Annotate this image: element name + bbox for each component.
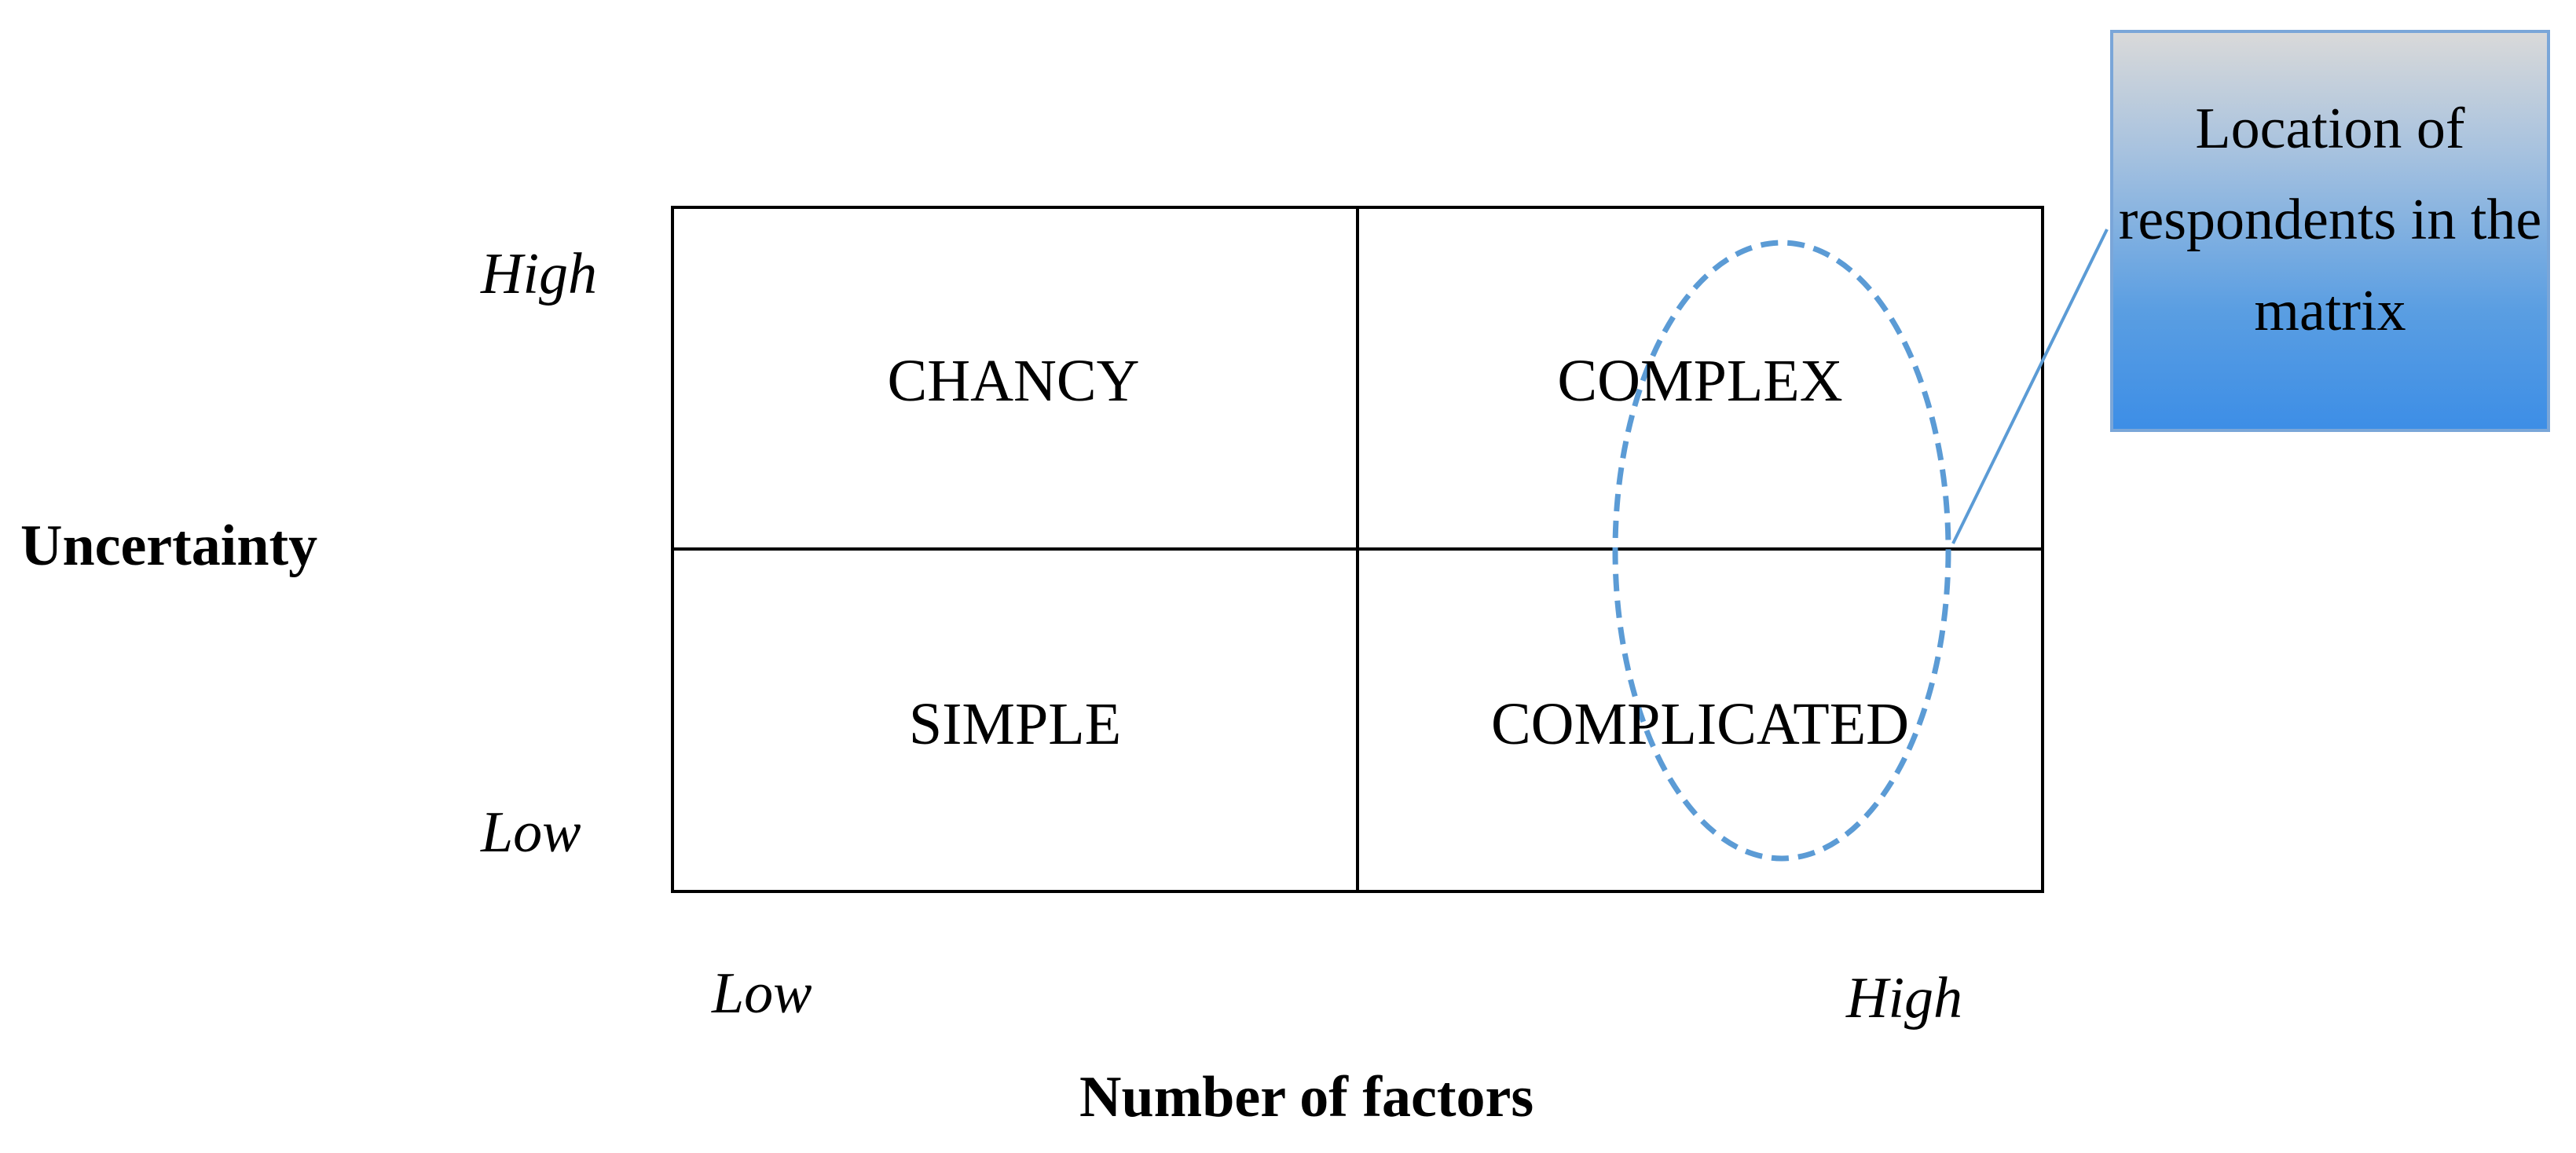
y-axis-title: Uncertainty xyxy=(20,514,318,578)
quadrant-label-complex: COMPLEX xyxy=(1557,348,1843,414)
quadrant-label-complicated: COMPLICATED xyxy=(1490,691,1910,757)
quadrant-label-simple: SIMPLE xyxy=(908,691,1122,757)
y-axis-high-label: High xyxy=(481,242,597,306)
y-axis-low-label: Low xyxy=(481,800,581,865)
x-axis-high-label: High xyxy=(1846,966,1962,1030)
x-axis-low-label: Low xyxy=(712,961,812,1026)
x-axis-title: Number of factors xyxy=(1079,1065,1534,1129)
callout-pointer-line xyxy=(1951,229,2109,544)
quadrant-label-chancy: CHANCY xyxy=(887,348,1140,414)
callout-text: Location of respondents in the matrix xyxy=(2118,97,2542,343)
respondents-ellipse xyxy=(1612,240,1951,862)
callout-box: Location of respondents in the matrix xyxy=(2110,30,2550,432)
